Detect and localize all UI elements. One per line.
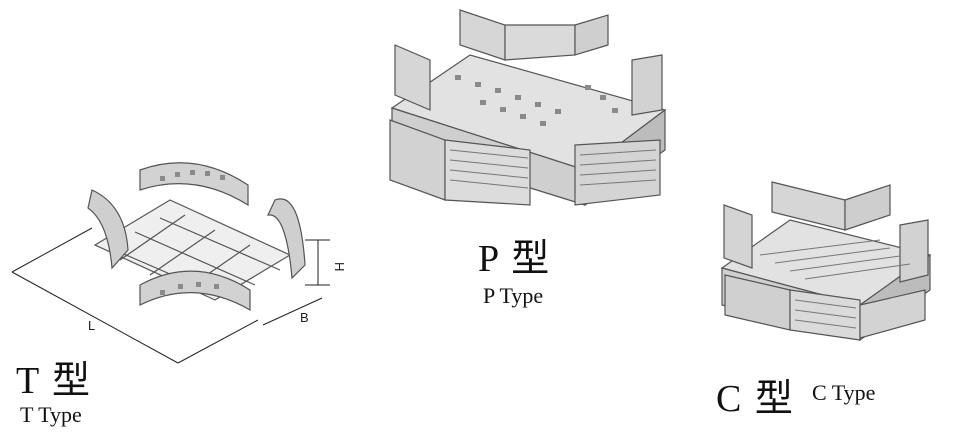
t-type-label: T 型 xyxy=(16,360,93,402)
c-type-label: C 型 xyxy=(716,378,795,420)
dim-width-label: B xyxy=(300,310,309,325)
t-type-sublabel: T Type xyxy=(20,402,82,427)
c-type-sublabel: C Type xyxy=(812,380,876,405)
dim-height-label: H xyxy=(332,262,347,271)
dim-length-label: L xyxy=(88,318,95,333)
p-type-label: P 型 xyxy=(478,238,552,280)
p-type-sublabel: P Type xyxy=(483,283,544,308)
